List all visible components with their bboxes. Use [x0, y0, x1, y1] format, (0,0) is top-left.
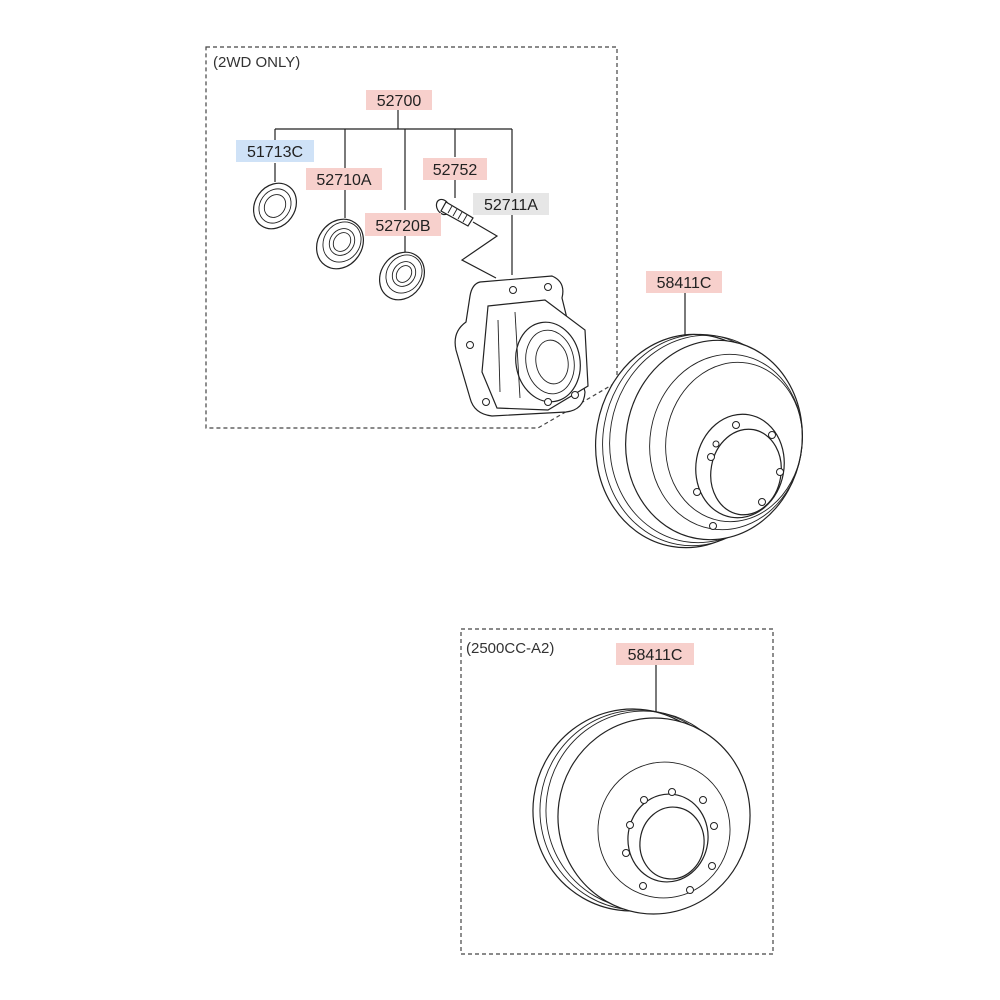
label-58411c-lower[interactable]: 58411C — [616, 643, 694, 665]
label-51713c[interactable]: 51713C — [236, 140, 314, 162]
label-58411c-upper[interactable]: 58411C — [646, 271, 722, 293]
svg-text:52700: 52700 — [377, 93, 422, 110]
group-box-2500cc — [460, 628, 774, 955]
label-52720b[interactable]: 52720B — [365, 213, 441, 236]
label-52711a[interactable]: 52711A — [473, 193, 549, 215]
svg-text:52720B: 52720B — [375, 218, 430, 235]
label-52700[interactable]: 52700 — [366, 90, 432, 110]
label-52710a[interactable]: 52710A — [306, 168, 382, 190]
hub-part — [454, 275, 589, 417]
svg-text:58411C: 58411C — [628, 647, 683, 664]
label-52752[interactable]: 52752 — [423, 158, 487, 180]
brake-drum-upper-part — [594, 292, 803, 549]
svg-text:52710A: 52710A — [316, 172, 371, 189]
hub-bolt-part — [435, 198, 474, 227]
svg-text:51713C: 51713C — [247, 144, 303, 161]
oil-seal-part — [253, 182, 297, 230]
caption-2wd-only: (2WD ONLY) — [213, 54, 300, 71]
bearing-outer-part — [316, 218, 364, 270]
bearing-inner-part — [379, 251, 425, 301]
svg-text:58411C: 58411C — [657, 275, 712, 292]
caption-2500cc-a2: (2500CC-A2) — [466, 640, 554, 657]
svg-text:52752: 52752 — [433, 162, 478, 179]
brake-drum-lower-part — [532, 665, 751, 915]
svg-text:52711A: 52711A — [484, 197, 538, 214]
